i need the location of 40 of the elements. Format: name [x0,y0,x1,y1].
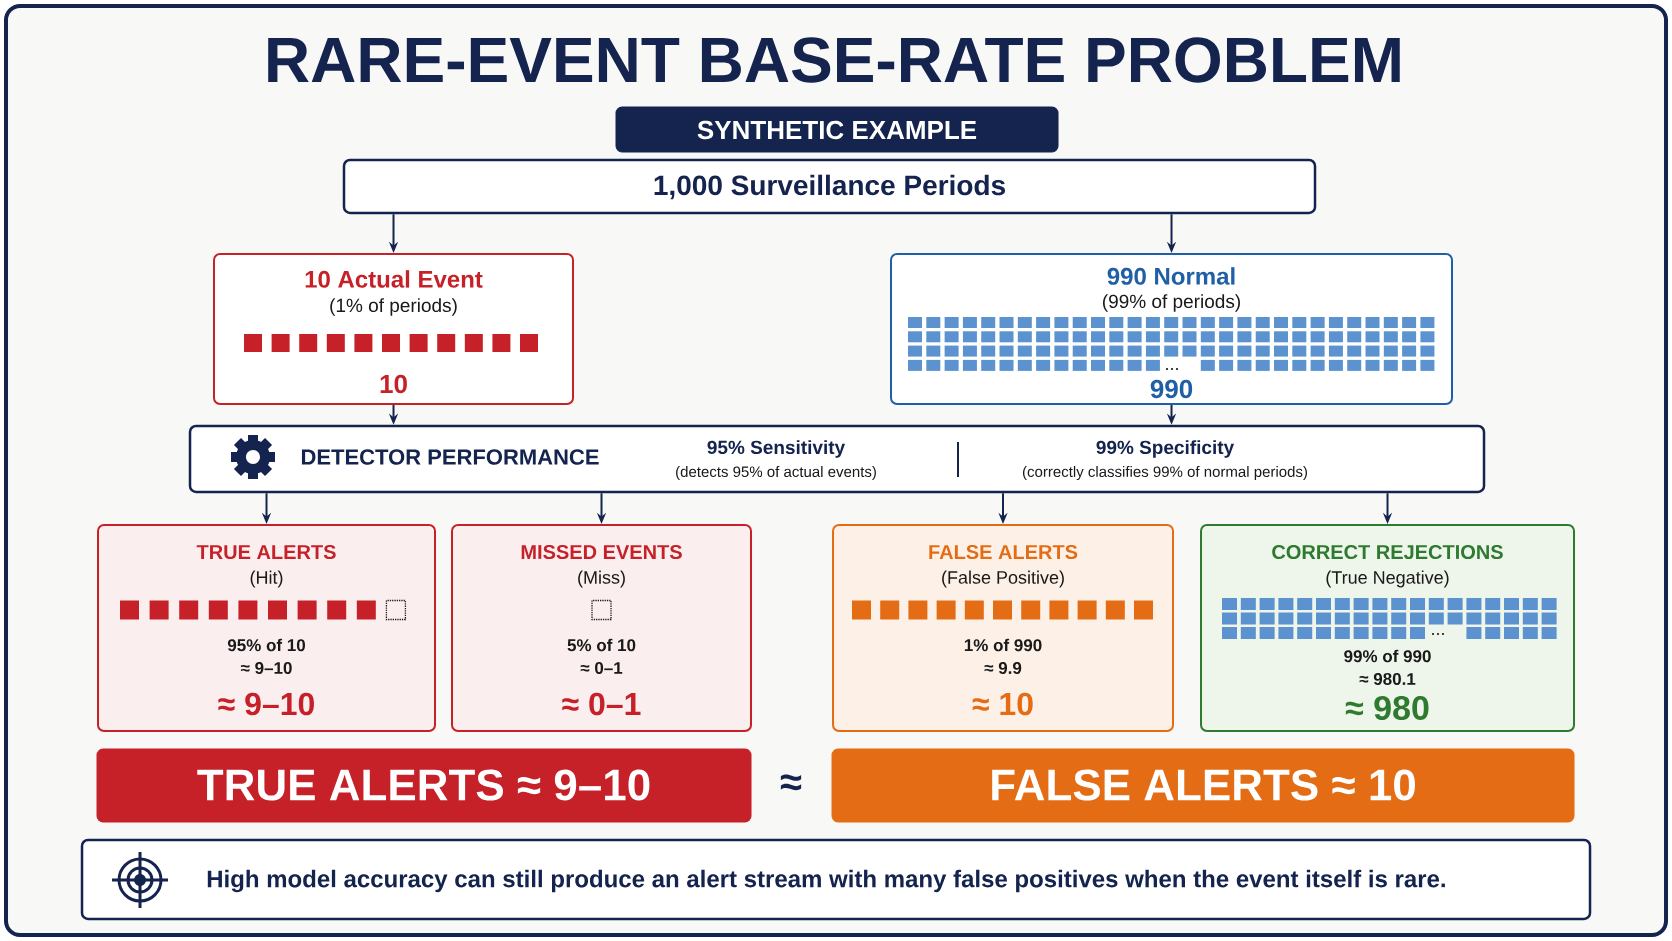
node-label: (correctly classifies 99% of normal periods) [1022,466,1307,480]
node-label: 95% of 10 [227,638,305,652]
node-label: DETECTOR PERFORMANCE [301,449,599,465]
outcome-box: FALSE ALERTS (False Positive) 1% of 990 ≈ 9.9 ≈ 10 [832,524,1174,732]
node-label: (True Negative) [1326,570,1449,588]
outcome-box: MISSED EVENTS (Miss) 5% of 10 ≈ 0–1 ≈ 0–1 [451,524,752,732]
node-label: (False Positive) [942,570,1064,588]
node-label: 990 Normal [1107,267,1235,285]
node-label: 99% Specificity [1096,440,1235,458]
node-label: ≈ 9–10 [218,692,314,716]
node-label: ≈ 0–1 [580,661,623,675]
approx-sign: ≈ [780,774,802,791]
node-label: FALSE ALERTS [929,544,1078,560]
node-label: 1% of 990 [964,638,1042,652]
node-label: ≈ 9–10 [240,661,292,675]
tag-box: SYNTHETIC EXAMPLE [615,106,1059,153]
node-label: ≈ 980 [1345,695,1429,721]
group-box: 10 Actual Event (1% of periods) 10 [213,253,574,405]
node-label: ≈ 0–1 [562,692,641,716]
node-label: 990 [1150,379,1193,399]
node-label: (Miss) [578,570,625,588]
detector-box: DETECTOR PERFORMANCE 95% Sensitivity (detects 95% of actual events) 99% Specificity (correctly classifies 99% of normal periods) [188,424,1486,494]
node-label: 5% of 10 [567,638,636,652]
note-box: High model accuracy can still produce an alert stream with many false positives when the event itself is rare. [80,838,1592,921]
node-label: (99% of periods) [1102,294,1240,312]
title: RARE-EVENT BASE-RATE PROBLEM [268,37,1400,83]
node-label: (detects 95% of actual events) [676,466,876,480]
node-label: ≈ 10 [972,692,1033,716]
node-label: ≈ 980.1 [1359,672,1416,686]
node-label: (Hit) [250,570,283,588]
node-label: 95% Sensitivity [707,440,846,458]
node-label: CORRECT REJECTIONS [1272,544,1503,560]
summary-bar: TRUE ALERTS ≈ 9–10 [96,748,752,823]
summary-bar: FALSE ALERTS ≈ 10 [831,748,1575,823]
process-box: 1,000 Surveillance Periods [342,158,1317,215]
node-label: TRUE ALERTS [196,544,336,560]
outcome-box: TRUE ALERTS (Hit) 95% of 10 ≈ 9–10 ≈ 9–10 [97,524,436,732]
node-label: ≈ 9.9 [984,661,1022,675]
node-label: 99% of 990 [1344,649,1431,663]
node-label: MISSED EVENTS [521,544,682,560]
